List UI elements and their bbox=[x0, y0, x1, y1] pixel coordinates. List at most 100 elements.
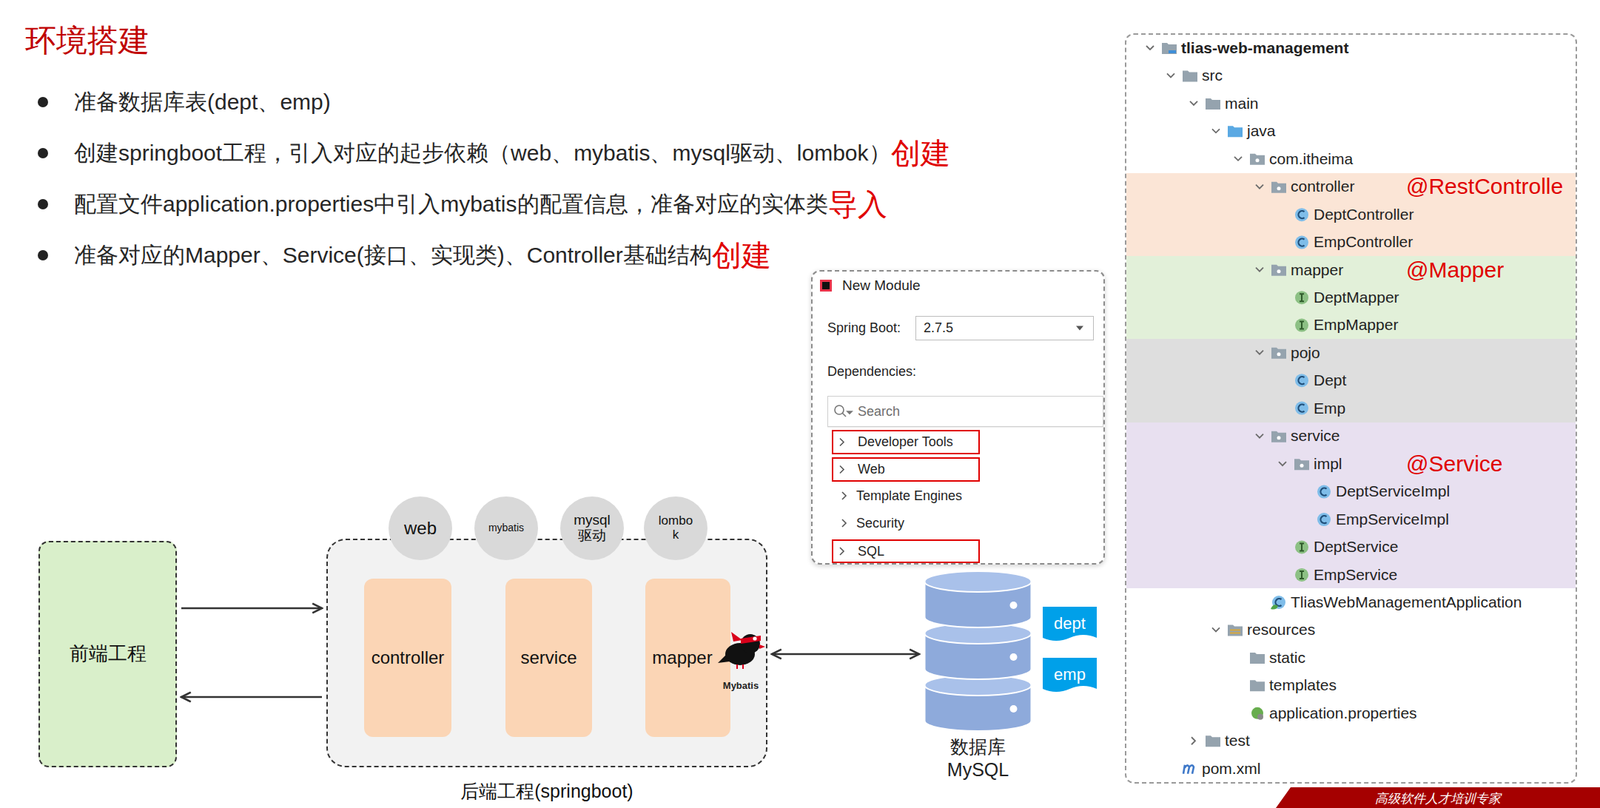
bullet-dot bbox=[37, 96, 49, 108]
annotation-text: 创建 bbox=[711, 235, 772, 277]
node-label: 数据库 MySQL bbox=[947, 735, 1009, 783]
node-label: java bbox=[1246, 122, 1276, 140]
node-label: resources bbox=[1246, 620, 1316, 639]
node-label: Spring Boot: bbox=[827, 320, 901, 336]
node-label: main bbox=[1224, 94, 1259, 113]
bullet-line: 创建springboot工程，引入对应的起步依赖（web、mybatis、mys… bbox=[74, 133, 951, 174]
dependency-circle: mybatis bbox=[474, 496, 539, 561]
flow-arrow bbox=[181, 607, 322, 610]
bullet-text: 准备数据库表(dept、emp) bbox=[74, 87, 331, 118]
slide-title: 环境搭建 bbox=[25, 19, 150, 62]
node-label: 2.7.5 bbox=[923, 320, 954, 336]
version-dropdown: 2.7.5 bbox=[915, 316, 1094, 341]
node-label: dept bbox=[1053, 614, 1086, 633]
node-label: tlias-web-management bbox=[1181, 39, 1349, 57]
package-band: service implDeptServiceImplEmpServiceImpl… bbox=[1126, 422, 1576, 590]
node-label: Web bbox=[857, 461, 886, 478]
bullet-text: 准备对应的Mapper、Service(接口、实现类)、Controller基础… bbox=[74, 240, 712, 271]
node-label: 前端工程 bbox=[69, 643, 147, 666]
database-cylinder: 数据库 MySQL bbox=[923, 571, 1033, 786]
node-label: EmpServiceImpl bbox=[1335, 510, 1450, 529]
node-label: New Module bbox=[842, 277, 921, 294]
node-label: emp bbox=[1053, 665, 1086, 684]
node-label: Dependencies: bbox=[827, 364, 917, 380]
node-label: DeptController bbox=[1313, 205, 1414, 224]
node-label: Developer Tools bbox=[857, 434, 954, 450]
node-label: EmpMapper bbox=[1313, 316, 1398, 334]
node-label: mysql 驱动 bbox=[573, 512, 611, 544]
package-band: mapperDeptMapperEmpMapper @Mapper bbox=[1126, 256, 1576, 339]
bullet-line: 准备对应的Mapper、Service(接口、实现类)、Controller基础… bbox=[74, 235, 772, 277]
layer-box: service bbox=[505, 578, 593, 738]
new-module-dialog: 2.7.5SearchDeveloper ToolsWebSQL New Modu… bbox=[811, 270, 1105, 565]
node-label: service bbox=[1290, 427, 1341, 445]
node-label: DeptMapper bbox=[1313, 288, 1400, 307]
annotation-text: @Mapper bbox=[1406, 256, 1504, 283]
package-band: controllerDeptControllerEmpController @Re… bbox=[1126, 173, 1576, 257]
node-label: DeptService bbox=[1313, 538, 1398, 556]
node-label: Dept bbox=[1313, 371, 1347, 390]
node-label: Security bbox=[856, 515, 905, 532]
annotation-text: 导入 bbox=[828, 184, 888, 225]
footer-banner bbox=[1275, 787, 1600, 808]
node-label: TliasWebManagementApplication bbox=[1290, 593, 1522, 612]
project-tree-panel: controllerDeptControllerEmpController @Re… bbox=[1124, 33, 1578, 784]
node-art bbox=[1126, 422, 1576, 590]
node-label: SQL bbox=[857, 543, 885, 560]
node-label: Template Engines bbox=[856, 488, 963, 504]
bullet-text: 创建springboot工程，引入对应的起步依赖（web、mybatis、mys… bbox=[74, 138, 892, 169]
node-label: com.itheima bbox=[1269, 150, 1353, 168]
dependency-item: Developer Tools bbox=[831, 429, 980, 455]
node-label: pom.xml bbox=[1201, 760, 1261, 778]
node-label: src bbox=[1201, 66, 1223, 85]
node-label: controller bbox=[371, 647, 445, 669]
frontend-box: 前端工程 bbox=[38, 540, 177, 768]
annotation-text: @RestControlle bbox=[1406, 173, 1563, 200]
node-label: mapper bbox=[651, 647, 712, 669]
bullet-dot bbox=[37, 199, 49, 210]
node-label: pojo bbox=[1290, 344, 1321, 362]
icon-caption: Mybatis bbox=[723, 680, 759, 692]
node-label: test bbox=[1224, 731, 1250, 750]
node-art bbox=[831, 539, 980, 564]
node-label: 后端工程(springboot) bbox=[327, 780, 766, 803]
backend-box: controllerservicemapper后端工程(springboot) bbox=[326, 538, 768, 768]
node-label: impl bbox=[1313, 455, 1343, 473]
node-label: EmpController bbox=[1313, 233, 1413, 251]
bullet-line: 准备数据库表(dept、emp) bbox=[74, 87, 331, 118]
dependency-circle: mysql 驱动 bbox=[560, 496, 624, 561]
annotation-text: @Service bbox=[1406, 450, 1504, 477]
layer-box: controller bbox=[364, 578, 452, 738]
table-tag: dept bbox=[1042, 606, 1097, 641]
node-label: mybatis bbox=[488, 522, 524, 534]
node-label: service bbox=[520, 647, 577, 669]
node-label: lombo k bbox=[658, 514, 693, 542]
node-label: static bbox=[1269, 649, 1306, 667]
search-box: Search bbox=[827, 395, 1104, 428]
node-label: application.properties bbox=[1269, 704, 1418, 723]
dependency-item: SQL bbox=[831, 539, 980, 564]
flow-arrow bbox=[181, 696, 322, 699]
node-art bbox=[1126, 338, 1576, 422]
node-label: controller bbox=[1290, 177, 1355, 196]
node-label: web bbox=[404, 518, 437, 539]
node-label: EmpService bbox=[1313, 565, 1398, 584]
footer-banner-text: 高级软件人才培训专家 bbox=[1375, 790, 1501, 808]
annotation-text: 创建 bbox=[891, 133, 951, 174]
package-band: pojoDeptEmp bbox=[1126, 338, 1576, 422]
node-label: mapper bbox=[1290, 261, 1344, 280]
dependency-circle: lombo k bbox=[643, 496, 708, 561]
bullet-line: 配置文件application.properties中引入mybatis的配置信… bbox=[74, 184, 888, 225]
bullet-dot bbox=[37, 148, 49, 159]
node-label: DeptServiceImpl bbox=[1335, 482, 1450, 501]
bullet-dot bbox=[37, 250, 49, 261]
bullet-text: 配置文件application.properties中引入mybatis的配置信… bbox=[74, 189, 829, 220]
node-label: templates bbox=[1269, 676, 1337, 695]
table-tag: emp bbox=[1042, 657, 1097, 692]
node-art bbox=[831, 457, 980, 482]
node-label: Search bbox=[857, 404, 900, 420]
layer-box: mapper bbox=[645, 578, 731, 738]
node-label: Emp bbox=[1313, 399, 1346, 418]
flow-arrow bbox=[771, 653, 920, 656]
dependency-item: Web bbox=[831, 457, 980, 482]
